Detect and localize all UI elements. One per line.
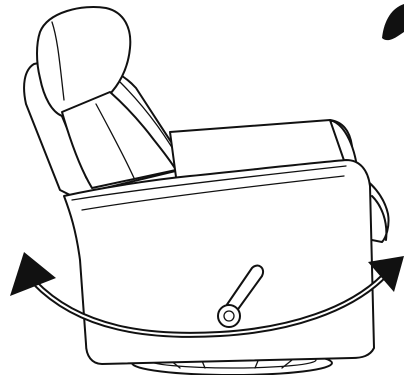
swivel-arrow-left-icon: [10, 252, 56, 296]
corner-badge-fragment: [382, 4, 404, 40]
